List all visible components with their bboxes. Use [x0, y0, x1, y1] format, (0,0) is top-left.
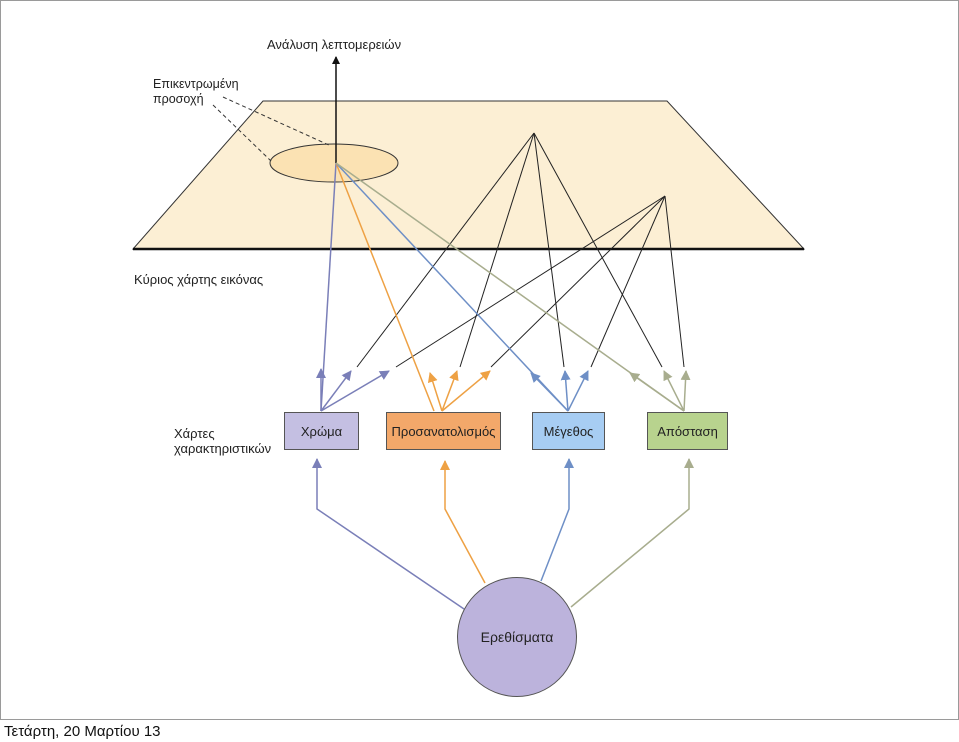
feature-box-distance: Απόσταση [647, 412, 728, 450]
stimulus-to-orientation-arrow [440, 460, 486, 584]
footer-date: Τετάρτη, 20 Μαρτίου 13 [4, 723, 161, 740]
color-arrow-fan [316, 368, 390, 412]
orientation-link-line [335, 162, 435, 412]
focused-attention-label: Επικεντρωμένη προσοχή [153, 77, 239, 106]
stimulus-to-size-arrow [540, 458, 574, 582]
stimuli-circle: Ερεθίσματα [457, 577, 577, 697]
feature-box-orientation: Προσανατολισμός [386, 412, 501, 450]
stimulus-to-distance-arrow [570, 458, 694, 608]
feature-maps-label: Χάρτες χαρακτηριστικών [174, 426, 272, 456]
attention-spotlight [269, 143, 399, 183]
size-link-line [335, 162, 569, 412]
orientation-arrow-fan [427, 370, 491, 412]
feature-integration-diagram [131, 56, 806, 610]
feature-box-size: Μέγεθος [532, 412, 605, 450]
slide-frame: Ανάλυση λεπτομερειών Επικεντρωμένη προσο… [0, 0, 959, 720]
plane-to-feature-lines [356, 132, 685, 368]
distance-arrow-fan [629, 370, 691, 412]
master-map-plane [131, 100, 806, 250]
detail-analysis-label: Ανάλυση λεπτομερειών [267, 37, 402, 52]
stimulus-to-color-arrow [312, 458, 465, 610]
distance-link-line [335, 162, 685, 412]
attention-pointer-line [222, 96, 332, 147]
master-map-label: Κύριος χάρτης εικόνας [134, 272, 264, 287]
size-arrow-fan [530, 370, 589, 412]
feature-box-color: Χρώμα [284, 412, 359, 450]
